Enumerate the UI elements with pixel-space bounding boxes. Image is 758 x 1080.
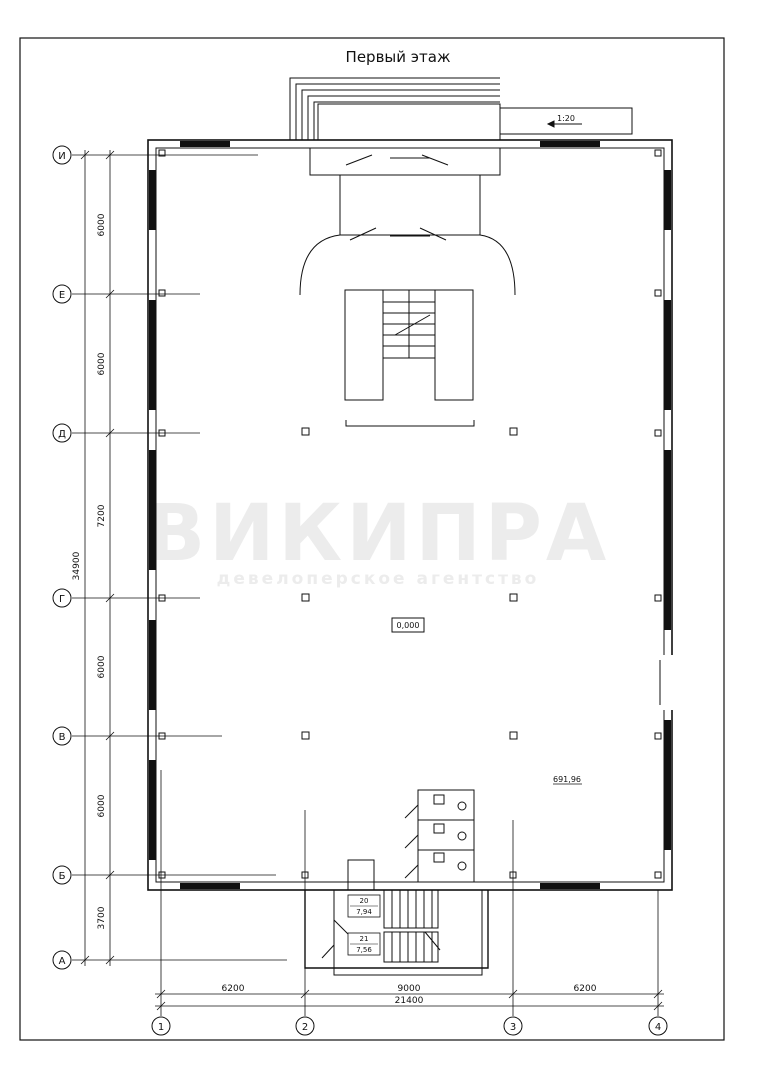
row-axis-label: И xyxy=(58,151,65,162)
window-marks xyxy=(149,141,671,889)
column-axis-bubbles: 1 2 3 4 xyxy=(151,1016,668,1036)
svg-text:6200: 6200 xyxy=(222,984,245,994)
row-axis-label: В xyxy=(59,732,66,743)
vestibule xyxy=(299,148,516,296)
row-axis-label: Г xyxy=(59,594,65,605)
column-axis-label: 3 xyxy=(510,1022,516,1033)
row-axis-label: Е xyxy=(59,290,65,301)
drawing-title: Первый этаж xyxy=(346,48,451,66)
area-label: 691,96 xyxy=(553,775,581,784)
level-mark: 0,000 xyxy=(397,621,420,630)
watermark-main: ВИКИПРА xyxy=(146,489,611,579)
svg-text:7,56: 7,56 xyxy=(356,946,372,954)
svg-text:6000: 6000 xyxy=(97,213,107,236)
stair-core xyxy=(344,289,475,427)
svg-text:20: 20 xyxy=(360,897,369,905)
row-axis-bubbles: И Е Д Г В Б А xyxy=(52,145,72,970)
svg-text:21: 21 xyxy=(360,935,369,943)
svg-text:7,94: 7,94 xyxy=(356,908,372,916)
row-axis-label: Б xyxy=(59,871,66,882)
svg-text:3700: 3700 xyxy=(97,906,107,929)
column-axes xyxy=(155,770,664,1016)
level-mark-box xyxy=(391,617,425,633)
svg-text:9000: 9000 xyxy=(398,984,421,994)
column-axis-label: 1 xyxy=(158,1022,164,1033)
watermark-sub: девелоперское агентство xyxy=(217,569,540,589)
vertical-dimension-lines xyxy=(80,150,115,966)
svg-text:6200: 6200 xyxy=(574,984,597,994)
svg-text:6000: 6000 xyxy=(97,655,107,678)
svg-text:21400: 21400 xyxy=(395,996,424,1006)
row-axis-label: Д xyxy=(58,429,66,440)
row-axis-label: А xyxy=(59,956,66,967)
svg-text:7200: 7200 xyxy=(97,504,107,527)
svg-text:34900: 34900 xyxy=(72,551,82,580)
toilet-block xyxy=(404,789,475,883)
room-21: 21 7,56 xyxy=(347,932,381,956)
room-20: 20 7,94 xyxy=(347,894,381,918)
right-wall-opening xyxy=(662,655,674,710)
row-axes xyxy=(72,154,287,961)
svg-text:6000: 6000 xyxy=(97,794,107,817)
scale-label: 1:20 xyxy=(557,114,575,123)
vertical-dimension-values: 6000 6000 7200 6000 6000 3700 34900 xyxy=(72,213,107,929)
entrance-canopy xyxy=(289,77,633,141)
column-axis-label: 2 xyxy=(302,1022,308,1033)
stair-annex xyxy=(304,859,489,976)
horizontal-dimension-values: 6200 9000 6200 21400 xyxy=(222,984,597,1006)
svg-text:6000: 6000 xyxy=(97,352,107,375)
sheet-frame xyxy=(19,37,725,1041)
column-axis-label: 4 xyxy=(655,1022,661,1033)
